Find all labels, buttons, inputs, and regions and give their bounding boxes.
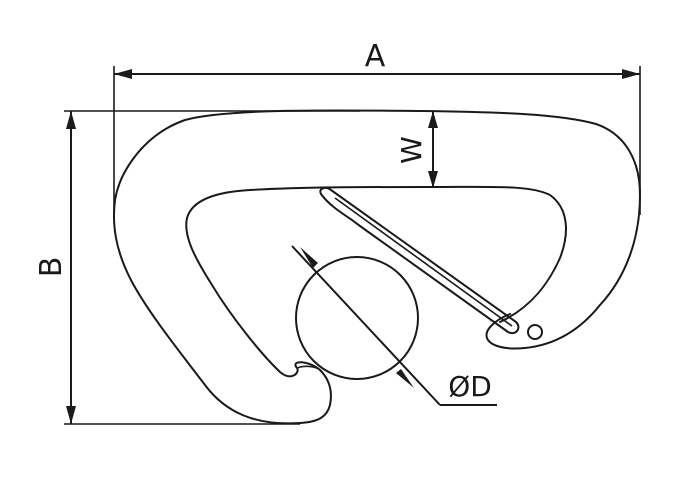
label-w: W	[395, 136, 428, 164]
dim-w-arrow-bottom	[428, 171, 438, 188]
dim-w-arrow-top	[428, 111, 438, 128]
gate-outline	[319, 186, 520, 334]
nose-notch	[296, 365, 323, 373]
label-a: A	[365, 39, 386, 74]
diameter-line	[291, 245, 441, 406]
diameter-arrow-bottom	[396, 369, 414, 388]
hook-outer-contour	[112, 109, 641, 425]
label-diameter: ØD	[448, 370, 492, 403]
gate-inner-line	[334, 197, 513, 327]
label-b: B	[34, 257, 69, 278]
dim-b-arrow-top	[66, 111, 76, 129]
dim-b-arrow-bottom	[66, 406, 76, 424]
dim-a-arrow-left	[114, 69, 132, 79]
diameter-arrow-top	[300, 247, 318, 268]
dim-a-arrow-right	[622, 69, 640, 79]
cross-section-circle	[295, 256, 419, 380]
gate-pivot-hole	[527, 324, 543, 340]
